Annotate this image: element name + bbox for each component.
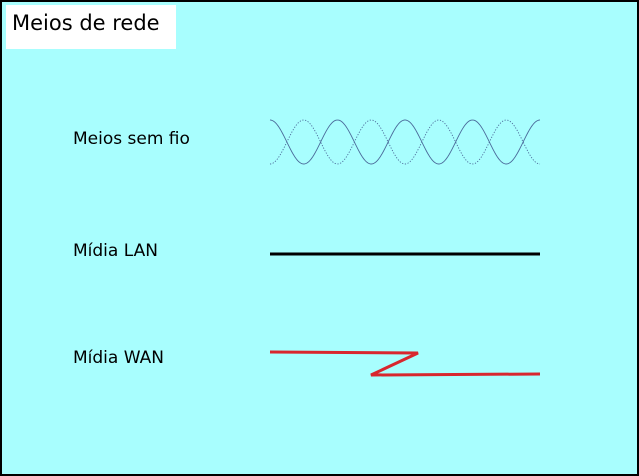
wan-media-label: Mídia WAN: [73, 348, 164, 368]
diagram-title: Meios de rede: [12, 11, 160, 35]
lan-media-label: Mídia LAN: [73, 241, 158, 261]
wan-serial-link-icon: [269, 350, 541, 377]
wireless-media-label: Meios sem fio: [73, 129, 190, 149]
wireless-wave-dotted: [269, 119, 541, 165]
title-box: [6, 5, 176, 49]
wireless-wave-icon: [269, 119, 541, 165]
wireless-wave-solid: [269, 119, 541, 165]
